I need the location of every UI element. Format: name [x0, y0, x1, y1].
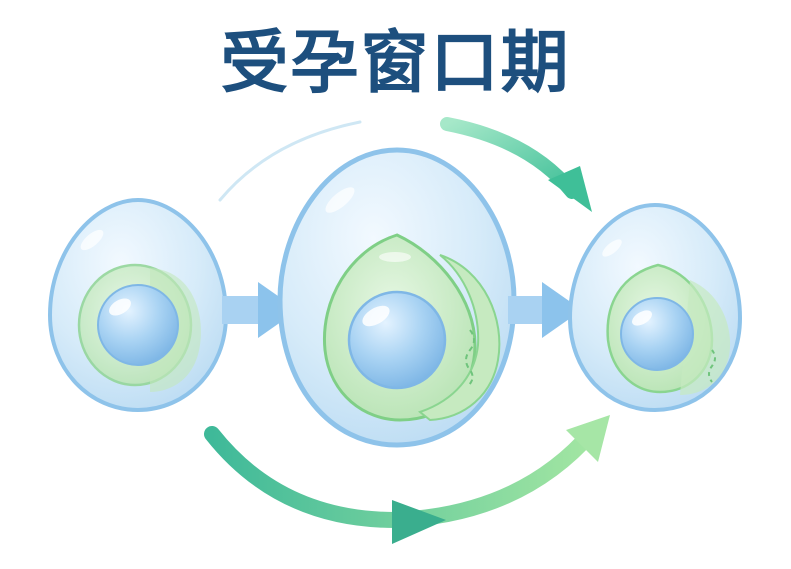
- diagram-title: 受孕窗口期: [220, 24, 571, 103]
- top-right-arrow-icon: [440, 117, 592, 212]
- right-arrow-icon: [508, 282, 582, 338]
- bottom-arc-arrow-icon: [204, 415, 610, 544]
- left-egg-icon: [47, 197, 229, 413]
- faint-arc: [218, 120, 362, 202]
- center-egg-icon: [277, 147, 517, 448]
- right-egg-icon: [567, 202, 743, 413]
